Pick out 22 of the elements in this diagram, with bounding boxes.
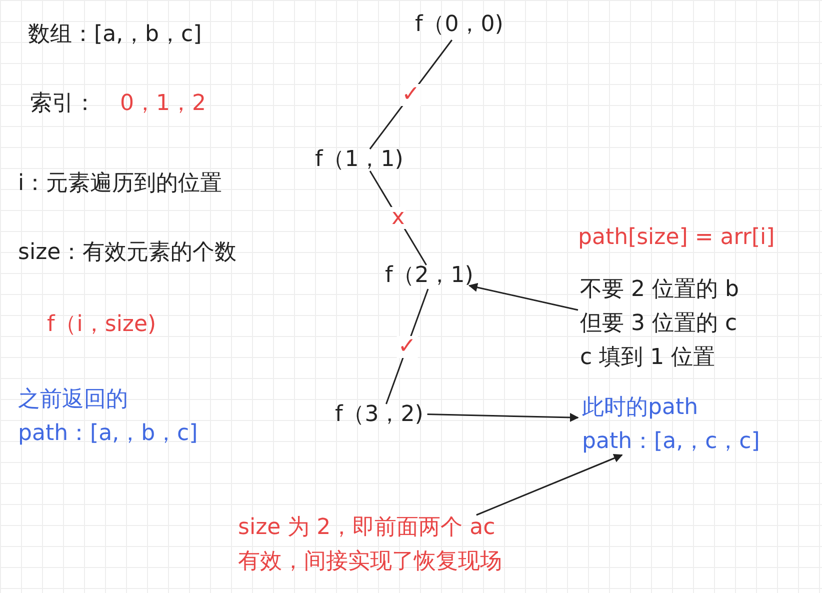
function-call-text: f（2，1) [385,259,474,293]
function-call-text: f（0，0) [415,8,504,42]
edge-label: x [390,207,406,229]
path-state-note: 此时的path path：[a,，c，c] [582,391,760,459]
arrow [427,412,579,422]
path-state-note: 之前返回的 path：[a,，b，c] [18,386,198,448]
definition-text: size：有效元素的个数 [18,239,237,267]
function-signature: f（i，size) [47,311,156,339]
function-call-text: f（1，1) [315,143,404,177]
explanation-note: 不要 2 位置的 b 但要 3 位置的 c c 填到 1 位置 [580,273,739,375]
index-caption: 索引： [30,90,96,118]
edge-label: ✓ [396,336,418,358]
index-values: 0，1，2 [120,90,206,118]
arrow [468,282,578,311]
assignment-code: path[size] = arr[i] [578,224,775,252]
explanation-note: size 为 2，即前面两个 ac 有效，间接实现了恢复现场 [238,511,502,579]
edge-label: ✓ [400,84,422,106]
arrow [476,454,623,516]
tree-branch-line [386,288,429,404]
function-call-text: f（3，2) [335,398,424,432]
definition-text: i：元素遍历到的位置 [18,170,222,198]
array-text: 数组：[a,，b，c] [28,21,202,49]
